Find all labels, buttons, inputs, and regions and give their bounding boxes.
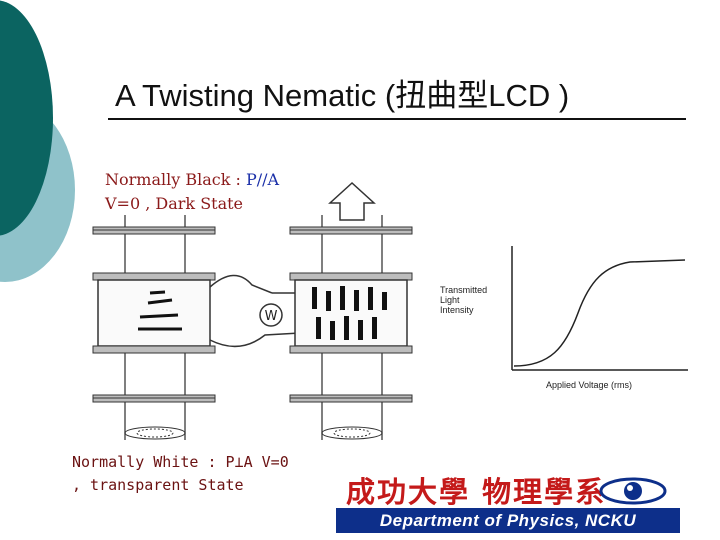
left-cell-off bbox=[92, 215, 216, 440]
bottom-glass-left bbox=[92, 345, 216, 354]
transmission-curve bbox=[513, 259, 686, 367]
top-glass-left bbox=[92, 272, 216, 281]
normally-black-state: V=0 , Dark State bbox=[105, 194, 244, 213]
graph-ylabel: Transmitted Light Intensity bbox=[440, 285, 490, 315]
top-glass-right bbox=[289, 272, 413, 281]
bottom-glass-right bbox=[289, 345, 413, 354]
normally-black-prefix: Normally Black : bbox=[105, 170, 246, 189]
normally-white-prefix: Normally White : bbox=[72, 453, 226, 471]
eye-logo-icon bbox=[599, 477, 667, 505]
normally-white-state: , transparent State bbox=[72, 476, 244, 494]
dark-teal-circle bbox=[0, 0, 53, 236]
normally-black-relation: P//A bbox=[245, 170, 280, 189]
aligned-molecules bbox=[312, 286, 387, 340]
twisted-nematic-cell-diagram: W bbox=[92, 181, 413, 440]
transmitted-light-arrow bbox=[328, 181, 376, 221]
title-underline bbox=[108, 118, 686, 120]
liquid-crystal-layer-left bbox=[97, 279, 211, 347]
voltage-source: W bbox=[209, 274, 301, 348]
normally-black-label: Normally Black : P//A bbox=[105, 168, 279, 192]
normally-white-label: Normally White : P⊥A V=0 bbox=[72, 451, 289, 474]
slide-title: A Twisting Nematic (扭曲型LCD ) bbox=[115, 78, 570, 113]
transmission-voltage-graph: Transmitted Light Intensity Applied Volt… bbox=[440, 246, 688, 390]
liquid-crystal-layer-right bbox=[294, 279, 408, 347]
voltage-source-symbol: W bbox=[265, 309, 278, 324]
decorative-side-shapes bbox=[0, 0, 75, 282]
department-name-english: Department of Physics, NCKU bbox=[336, 508, 680, 533]
right-cell-on bbox=[289, 181, 413, 440]
normally-white-relation: P⊥A V=0 bbox=[225, 453, 289, 471]
department-name-chinese: 成功大學 物理學系 bbox=[346, 475, 607, 509]
department-logo-chinese: 成功大學 物理學系 bbox=[340, 472, 604, 509]
graph-xlabel: Applied Voltage (rms) bbox=[546, 380, 632, 390]
